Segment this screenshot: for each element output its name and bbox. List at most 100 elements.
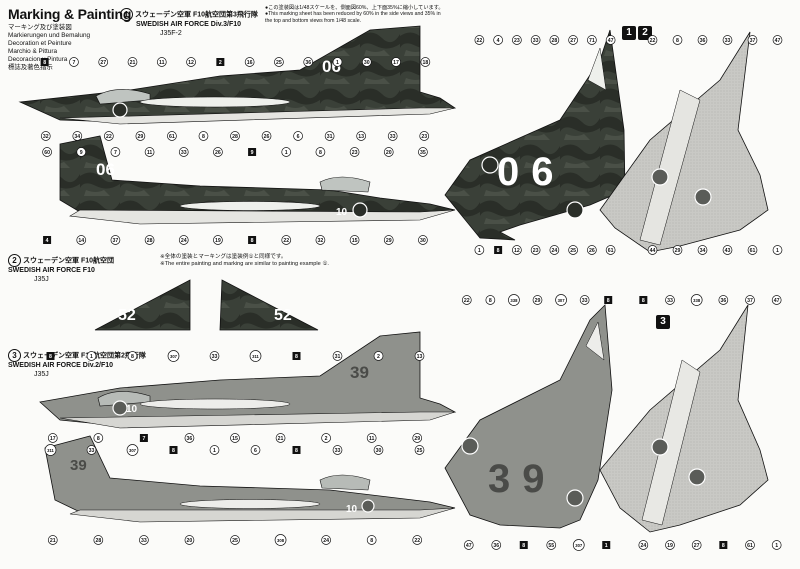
scheme-1-side-code-right: 06 (96, 160, 115, 179)
callout-number: 8 (494, 246, 503, 254)
callout-number: 34 (72, 131, 83, 141)
callout-number: 47 (772, 35, 783, 45)
bottom-view-scheme-1 (599, 31, 769, 253)
view-badge-number: 3 (656, 315, 670, 329)
callout-marker (366, 535, 377, 545)
side-view-scheme-3: 39 10 (39, 331, 457, 429)
callout-number: 32 (40, 131, 51, 141)
callout-label: 34 (700, 248, 706, 254)
side-view-scheme-1-right: 06 10 (59, 135, 456, 225)
callout-number: 4 (493, 35, 503, 45)
callout-number: 27 (98, 57, 109, 67)
callout-label: 4 (497, 38, 500, 44)
callout-number: 8 (672, 35, 683, 45)
callout-label: 2 (219, 60, 222, 66)
callout-marker (324, 131, 335, 141)
callout-label: 47 (774, 298, 780, 304)
title-line: マーキング及び塗装図 (8, 24, 72, 31)
scale-note-en1: ●This marking sheet has been reduced by … (265, 11, 441, 18)
callout-number: 37 (745, 295, 755, 305)
scheme-3-en: SWEDISH AIR FORCE Div.2/F10 (8, 362, 114, 369)
callout-marker (127, 351, 138, 361)
callout-number: 23 (512, 35, 522, 45)
callout-number: 8 (248, 236, 257, 244)
callout-label: 2 (377, 354, 380, 360)
callout-marker (387, 131, 398, 141)
callout-label: 15 (232, 436, 238, 442)
callout-label: 1 (776, 248, 779, 254)
callout-number: 27 (568, 35, 578, 45)
callout-label: 31 (327, 134, 333, 140)
callout-label: 33 (212, 354, 218, 360)
callout-label: 30 (420, 238, 426, 244)
callout-marker (647, 245, 658, 255)
callout-label: 20 (386, 150, 392, 156)
callout-marker (638, 540, 649, 550)
callout-number: 11 (156, 57, 167, 67)
callout-label: 21 (50, 538, 56, 544)
callout-marker (213, 147, 223, 157)
callout-label: 11 (159, 60, 165, 66)
callout-number: 1 (771, 540, 782, 550)
scheme-2-note-jp: ※全体の塗装とマーキングは塗装例①と同様です。 (160, 254, 287, 260)
callout-number: 31 (332, 351, 343, 361)
title-line: 標誌及著色指示 (8, 63, 53, 71)
callout-label: 21 (278, 436, 284, 442)
callout-number: 23 (349, 147, 360, 157)
callout-number: 8 (639, 296, 648, 304)
callout-number: 22 (412, 535, 423, 545)
callout-marker (722, 35, 733, 45)
callout-number: 20 (383, 147, 394, 157)
callout-label: 23 (352, 150, 358, 156)
callout-number: 33 (387, 131, 398, 141)
callout-number: 8 (169, 446, 178, 454)
callout-label: 19 (215, 238, 221, 244)
callout-label: 24 (551, 248, 557, 254)
callout-marker (356, 131, 367, 141)
callout-label: 29 (675, 248, 681, 254)
callout-marker (209, 351, 220, 361)
callout-marker (485, 295, 496, 305)
callout-marker (647, 35, 658, 45)
callout-label: 7 (114, 150, 117, 156)
callout-marker (144, 235, 155, 245)
callout-label: 23 (533, 248, 539, 254)
callout-number: 8 (292, 352, 301, 360)
callout-number: 22 (461, 295, 472, 305)
callout-marker (361, 57, 372, 67)
callout-number: 6 (293, 131, 303, 141)
callout-number: 311 (249, 350, 262, 362)
view-badge-number: 1 (622, 26, 636, 40)
callout-label: 43 (725, 248, 731, 254)
callout-label: 28 (551, 38, 557, 44)
callout-label: 22 (464, 298, 470, 304)
callout-marker (745, 295, 755, 305)
callout-label: 13 (358, 134, 364, 140)
callout-number: 28 (93, 535, 104, 545)
scheme-3-jp: スウェーデン空軍 F10航空団第2飛行隊 (23, 352, 146, 360)
callout-number: 61 (605, 245, 616, 255)
callout-label: 55 (548, 543, 554, 549)
callout-number: 8 (198, 131, 209, 141)
callout-number: 7 (69, 57, 79, 67)
callout-marker (47, 433, 58, 443)
callout-label: 8 (97, 436, 100, 442)
callout-number: 11 (366, 433, 377, 443)
callout-label: 33 (725, 38, 731, 44)
callout-marker (274, 534, 287, 546)
callout-label: 26 (264, 134, 270, 140)
callout-marker (103, 131, 114, 141)
callout-marker (747, 35, 758, 45)
callout-marker (418, 147, 428, 157)
callout-number: 25 (414, 445, 425, 455)
callout-number: 36 (491, 540, 502, 550)
callout-marker (47, 535, 58, 545)
callout-number: 16 (244, 57, 255, 67)
callout-marker (43, 236, 52, 244)
callout-number: 26 (261, 131, 272, 141)
callout-marker (512, 245, 522, 255)
callout-marker (69, 57, 79, 67)
callout-number: 33 (722, 35, 733, 45)
callout-number: 17 (47, 433, 58, 443)
